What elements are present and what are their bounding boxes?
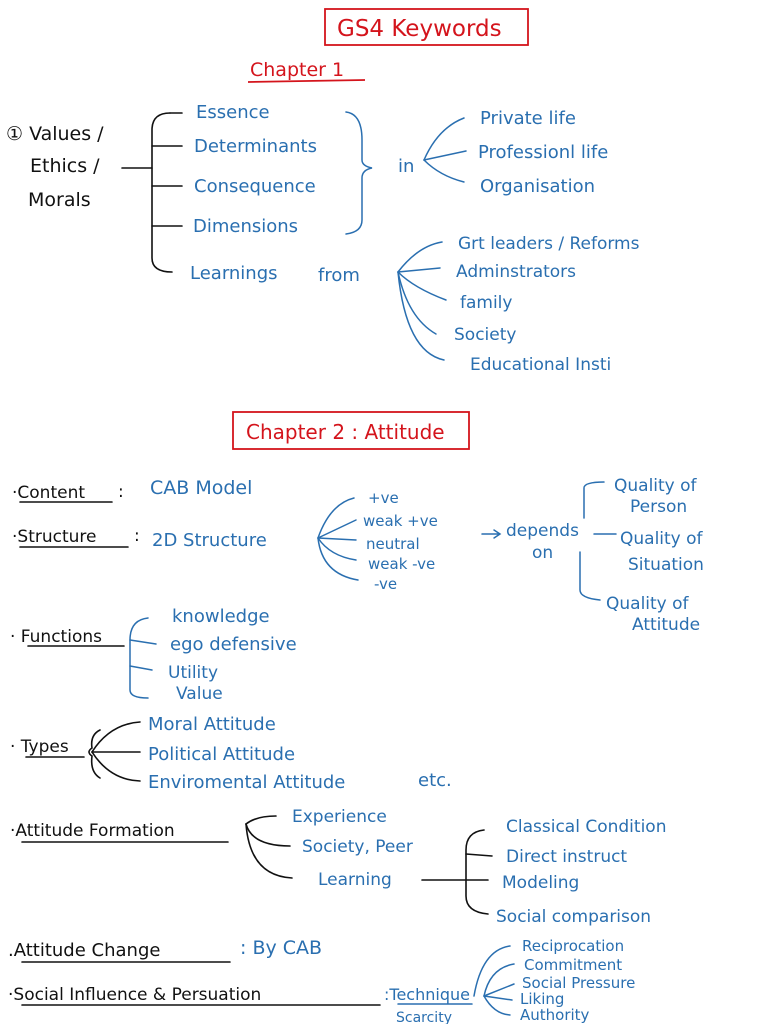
ch2-learning-classical: Classical Condition (506, 817, 666, 837)
ch2-depends-on: on (532, 543, 553, 563)
ch2-structure-label: ·Structure (12, 527, 97, 547)
ch1-aspects-tree (121, 112, 183, 273)
ch2-formation-experience: Experience (292, 807, 387, 827)
ch2-structure-value: 2D Structure (152, 530, 267, 551)
ch2-content-value: CAB Model (150, 477, 252, 499)
chapter2-box (232, 411, 470, 450)
ch2-technique-tree (473, 945, 515, 1016)
ch2-functions-tree (129, 617, 157, 699)
ch2-function-value: Value (176, 684, 223, 704)
ch1-in-professional-life: Professionl life (478, 142, 608, 163)
ch2-change-value: : By CAB (240, 937, 322, 959)
ch2-formation-label: ·Attitude Formation (10, 821, 175, 841)
title-box (324, 8, 529, 46)
ch2-types-tree (91, 721, 141, 782)
chapter2-heading: Chapter 2 : Attitude (246, 420, 445, 444)
ch2-technique-scarcity: Scarcity (396, 1010, 452, 1024)
ch2-scale-neutral: neutral (366, 535, 420, 553)
ch2-scale-weak-positive: weak +ve (363, 512, 438, 530)
ch2-technique-reciprocation: Reciprocation (522, 937, 624, 955)
ch1-aspect-dimensions: Dimensions (193, 216, 298, 237)
ch2-factor-situation-line1: Quality of (620, 529, 704, 549)
ch2-scale-negative: -ve (374, 575, 397, 593)
ch2-function-knowledge: knowledge (172, 606, 270, 627)
page-title: GS4 Keywords (337, 16, 502, 42)
ch2-influence-technique: :Technique (384, 985, 470, 1004)
ch1-from-label: from (318, 265, 360, 286)
ch1-aspect-determinants: Determinants (194, 136, 317, 157)
ch2-function-utility: Utility (168, 663, 218, 683)
ch1-from-leaders: Grt leaders / Reforms (458, 234, 640, 254)
ch2-learning-social-comparison: Social comparison (496, 907, 651, 927)
ch2-learning-modeling: Modeling (502, 873, 579, 893)
ch2-factor-person-line2: Person (630, 497, 687, 517)
ch2-functions-label: · Functions (10, 627, 102, 647)
ch1-in-label: in (398, 156, 414, 177)
ch2-function-ego-defensive: ego defensive (170, 634, 297, 655)
ch2-formation-learning: Learning (318, 870, 392, 890)
ch2-scale-positive: +ve (368, 489, 399, 507)
ch2-content-colon: : (118, 482, 124, 502)
chapter1-underline (247, 79, 366, 83)
chapter1-heading: Chapter 1 (250, 59, 344, 81)
ch1-right-brace (345, 111, 373, 235)
ch1-aspect-consequence: Consequence (194, 176, 316, 197)
ch2-factor-person-line1: Quality of (614, 476, 698, 496)
ch1-aspect-learnings: Learnings (190, 263, 278, 284)
ch2-change-label: .Attitude Change (8, 940, 160, 961)
ch2-factors-tree (579, 481, 617, 601)
ch2-content-label: ·Content (12, 483, 85, 503)
ch1-topic-line2: Ethics / (30, 155, 100, 177)
ch2-scale-weak-negative: weak -ve (368, 555, 435, 573)
ch1-topic-line1: ① Values / (6, 123, 104, 145)
ch1-in-tree (423, 117, 467, 183)
ch2-depends-arrow (481, 529, 502, 539)
ch2-formation-society-peer: Society, Peer (302, 837, 413, 857)
ch2-influence-label: ·Social Influence & Persuation (8, 985, 261, 1005)
ch1-from-society: Society (454, 325, 516, 345)
ch2-type-political: Political Attitude (148, 744, 295, 765)
ch2-depends-word: depends (506, 521, 579, 541)
ch2-scale-tree (317, 497, 359, 581)
ch2-type-moral: Moral Attitude (148, 714, 276, 735)
ch2-structure-colon: : (134, 526, 140, 546)
ch2-type-environmental: Enviromental Attitude (148, 772, 345, 793)
ch2-technique-liking: Liking (520, 990, 564, 1008)
ch1-from-administrators: Adminstrators (456, 262, 576, 282)
ch1-from-tree (397, 241, 447, 361)
ch2-types-label: · Types (10, 737, 69, 757)
ch2-type-etc: etc. (418, 770, 452, 791)
ch1-in-private-life: Private life (480, 108, 576, 129)
ch2-technique-authority: Authority (520, 1006, 590, 1024)
ch1-from-educational: Educational Insti (470, 355, 611, 375)
ch1-topic-line3: Morals (28, 189, 91, 211)
ch2-technique-commitment: Commitment (524, 956, 622, 974)
ch2-factor-attitude-line1: Quality of (606, 594, 690, 614)
ch2-learning-tree (421, 829, 493, 915)
ch1-from-family: family (460, 293, 512, 313)
ch1-in-organisation: Organisation (480, 176, 595, 197)
ch2-learning-direct: Direct instruct (506, 847, 627, 867)
ch2-technique-social-pressure: Social Pressure (522, 974, 635, 992)
ch2-formation-tree (245, 815, 293, 879)
ch2-factor-situation-line2: Situation (628, 555, 704, 575)
ch1-aspect-essence: Essence (196, 102, 270, 123)
ch2-factor-attitude-line2: Attitude (632, 615, 700, 635)
ch2-types-brace (88, 729, 101, 779)
